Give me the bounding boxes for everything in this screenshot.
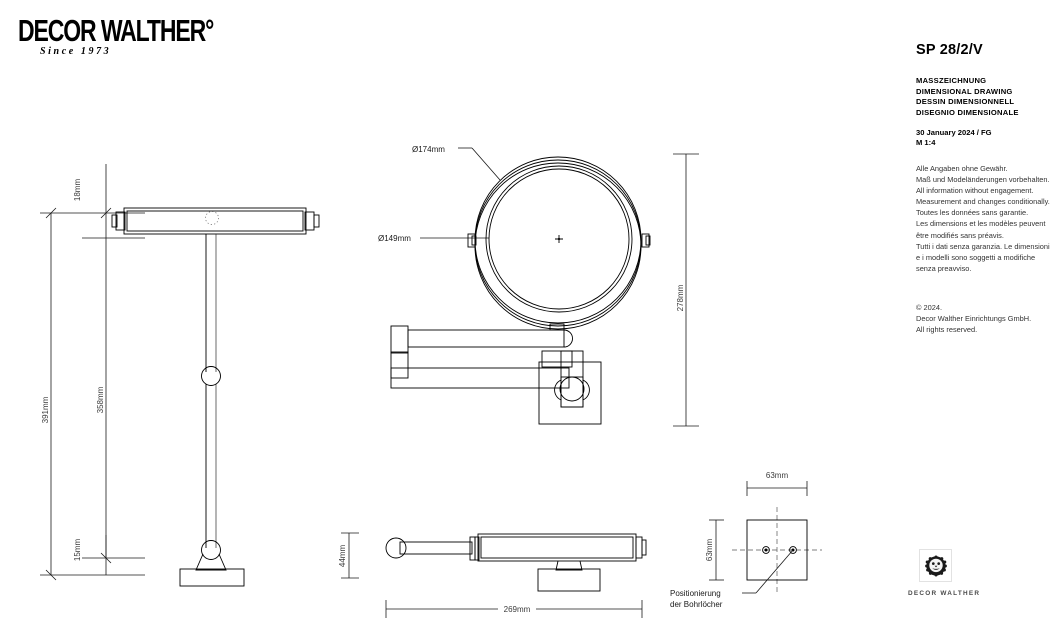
dim-overall-height: 278mm xyxy=(676,284,685,311)
side-elevation-view: 391mm 358mm 18mm 15mm xyxy=(20,150,320,600)
dim-base-height: 15mm xyxy=(73,539,82,562)
document-meta: 30 January 2024 / FG M 1:4 xyxy=(916,128,992,148)
top-view: 44mm 269mm xyxy=(330,508,670,620)
document-subtitle: DISEGNIO DIMENSIONALE xyxy=(916,107,1019,117)
disclaimer-line: Les dimensions et les modèles peuvent xyxy=(916,219,1046,229)
document-subtitle: DESSIN DIMENSIONNELL xyxy=(916,97,1015,107)
disclaimer-line: être modifiés sans préavis. xyxy=(916,230,1004,240)
footer-logo-caption: DECOR WALTHER xyxy=(908,590,981,597)
lion-head-emblem-icon xyxy=(919,549,952,582)
dim-plate-width: 63mm xyxy=(766,471,789,480)
copyright-line: All rights reserved. xyxy=(916,325,978,335)
document-subtitles: MASSZEICHNUNG DIMENSIONAL DRAWING DESSIN… xyxy=(916,76,1019,118)
annotation-line-2: der Bohrlöcher xyxy=(670,600,723,609)
disclaimer-line: Measurement and changes conditionally. xyxy=(916,197,1050,207)
dim-mirror-diameter: Ø149mm xyxy=(378,234,411,243)
brand-since-tagline: Since 1973 xyxy=(40,46,112,57)
disclaimer-line: e i modelli sono soggetti a modifiche xyxy=(916,252,1036,262)
disclaimer-line: Maß und Modeländerungen vorbehalten. xyxy=(916,175,1050,185)
document-date: 30 January 2024 / FG xyxy=(916,128,992,137)
dim-total-height: 391mm xyxy=(41,396,50,423)
mounting-plate-svg: 63mm 63mm Positionierung der Bohrlöcher xyxy=(670,471,822,609)
dim-arm-height: 358mm xyxy=(96,386,105,413)
front-elevation-svg: Ø174mm Ø149mm 278mm xyxy=(378,145,699,427)
top-view-svg: 44mm 269mm xyxy=(338,532,647,618)
annotation-line-1: Positionierung xyxy=(670,589,721,598)
copyright-line: © 2024. xyxy=(916,303,942,312)
document-disclaimer: Alle Angaben ohne Gewähr. Maß und Modelä… xyxy=(916,163,1058,274)
brand-wordmark: DECOR WALTHER° xyxy=(18,14,214,49)
front-elevation-view: Ø174mm Ø149mm 278mm xyxy=(350,140,710,440)
disclaimer-line: All information without engagement. xyxy=(916,186,1034,196)
document-subtitle: DIMENSIONAL DRAWING xyxy=(916,86,1013,96)
dim-plate-height: 63mm xyxy=(705,539,714,562)
side-elevation-svg: 391mm 358mm 18mm 15mm xyxy=(40,164,320,587)
mounting-plate-view: 63mm 63mm Positionierung der Bohrlöcher xyxy=(670,465,870,625)
document-code: SP 28/2/V xyxy=(916,42,983,58)
disclaimer-line: Tutti i dati senza garanzia. Le dimensio… xyxy=(916,241,1050,251)
dim-depth: 44mm xyxy=(338,545,347,568)
disclaimer-line: Alle Angaben ohne Gewähr. xyxy=(916,164,1008,173)
disclaimer-line: Toutes les données sans garantie. xyxy=(916,208,1029,218)
document-scale: M 1:4 xyxy=(916,138,936,148)
disclaimer-line: senza preavviso. xyxy=(916,263,972,273)
dim-outer-diameter: Ø174mm xyxy=(412,145,445,154)
dim-extended-length: 269mm xyxy=(504,605,531,614)
copyright-line: Decor Walther Einrichtungs GmbH. xyxy=(916,314,1032,324)
lion-head-emblem-svg xyxy=(924,555,947,576)
document-copyright: © 2024. Decor Walther Einrichtungs GmbH.… xyxy=(916,302,1058,335)
dim-top-offset: 18mm xyxy=(73,179,82,202)
document-subtitle: MASSZEICHNUNG xyxy=(916,76,987,85)
